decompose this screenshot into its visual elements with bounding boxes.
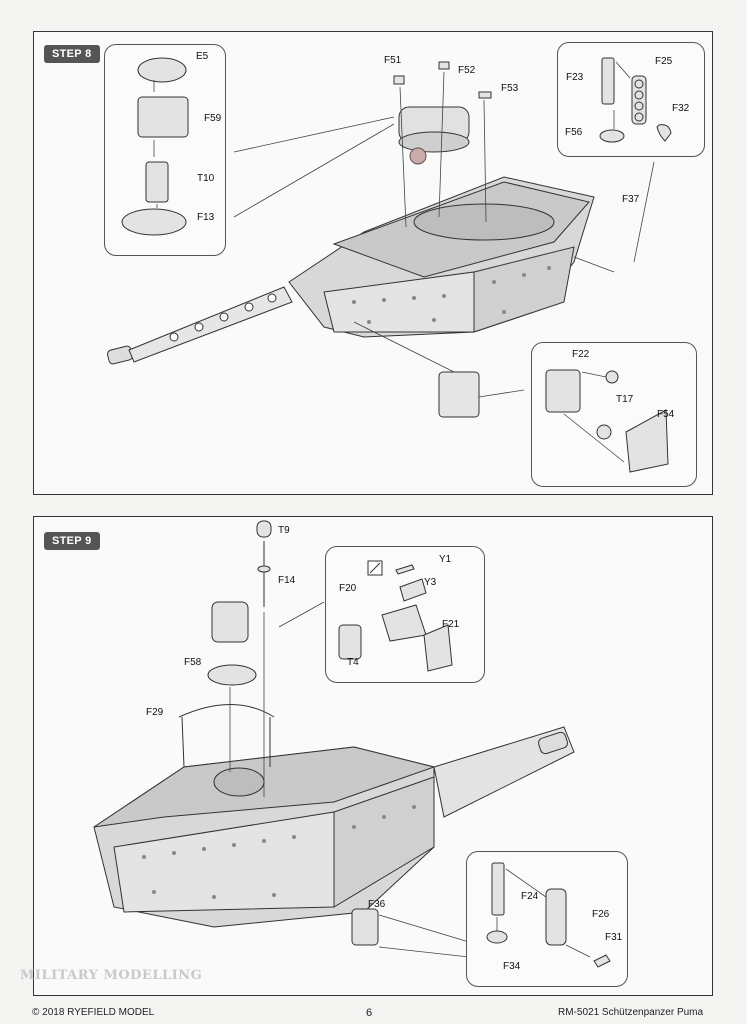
step-8-arrows <box>233 71 655 398</box>
label-F21: F21 <box>442 619 460 630</box>
label-F54: F54 <box>657 409 675 420</box>
label-F36: F36 <box>368 899 386 910</box>
detail-periscope-drawing <box>338 560 453 672</box>
label-F59: F59 <box>204 113 222 124</box>
detail-smoke-launcher-drawing <box>599 57 672 143</box>
step-8-small-parts <box>393 61 492 418</box>
footer-model-title: RM-5021 Schützenpanzer Puma <box>558 1007 704 1018</box>
label-F32: F32 <box>672 103 690 114</box>
watermark: MILITARY MODELLING <box>20 968 203 983</box>
label-F14: F14 <box>278 575 296 586</box>
footer-page-number: 6 <box>366 1007 373 1019</box>
step-8-panel: STEP 8 <box>33 31 713 495</box>
label-Y1: Y1 <box>439 554 452 565</box>
label-F20: F20 <box>339 583 357 594</box>
detail-smoke-launcher-right-drawing <box>486 862 611 968</box>
step-9-turret-drawing <box>93 520 575 958</box>
label-F25: F25 <box>655 56 673 67</box>
step-9-badge: STEP 9 <box>44 532 100 550</box>
label-F26: F26 <box>592 909 610 920</box>
step-8-badge: STEP 8 <box>44 45 100 63</box>
label-F22: F22 <box>572 349 590 360</box>
label-F52: F52 <box>458 65 476 76</box>
label-F56: F56 <box>565 127 583 138</box>
detail-side-box-drawing <box>545 369 669 473</box>
label-F51: F51 <box>384 55 402 66</box>
label-F13: F13 <box>197 212 215 223</box>
label-F23: F23 <box>566 72 584 83</box>
detail-smoke-launcher <box>557 42 705 157</box>
label-F24: F24 <box>521 891 539 902</box>
step-8-turret-drawing <box>107 61 655 418</box>
turret-hull <box>288 106 595 338</box>
label-F31: F31 <box>605 932 623 943</box>
detail-turret-hatch-drawing <box>121 57 189 236</box>
label-F53: F53 <box>501 83 519 94</box>
label-F58: F58 <box>184 657 202 668</box>
label-F37: F37 <box>622 194 640 205</box>
label-Y3: Y3 <box>424 577 437 588</box>
label-F29: F29 <box>146 707 164 718</box>
step-9-antenna-parts <box>178 520 275 768</box>
step-9-arrows <box>229 601 470 958</box>
label-T10: T10 <box>197 173 215 184</box>
label-T4: T4 <box>347 657 359 668</box>
label-E5: E5 <box>196 51 209 62</box>
footer-copyright: © 2018 RYEFIELD MODEL <box>32 1007 155 1018</box>
label-T17: T17 <box>616 394 634 405</box>
label-F34: F34 <box>503 961 521 972</box>
label-T9: T9 <box>278 525 290 536</box>
detail-side-box <box>531 342 697 487</box>
step-9-panel: STEP 9 <box>33 516 713 996</box>
gun-barrel <box>107 286 293 365</box>
